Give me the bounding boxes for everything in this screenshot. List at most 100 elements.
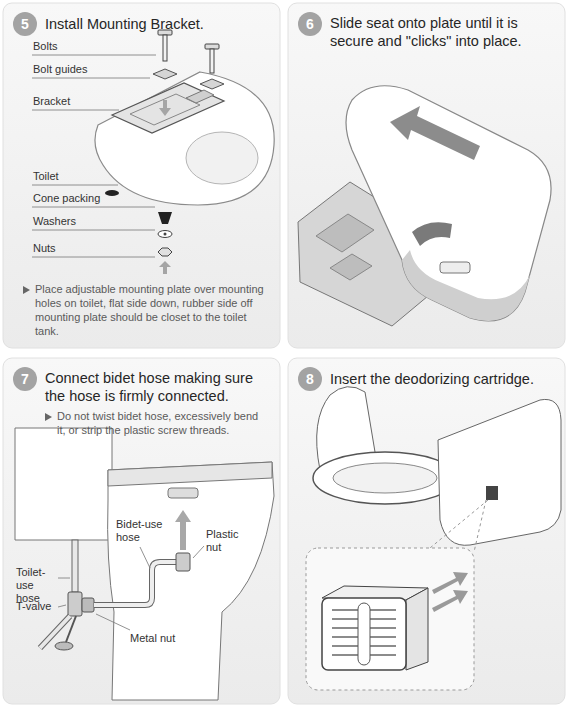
toilet-rim <box>95 72 274 205</box>
text-holder: 5 <box>13 12 37 36</box>
bolt <box>158 30 219 73</box>
cartridge <box>322 586 428 670</box>
detail-callout <box>306 548 474 690</box>
toilet-rim <box>186 132 258 184</box>
detail-callout <box>430 500 488 548</box>
bullet-triangle <box>23 286 30 294</box>
text-holder: 8 <box>298 367 322 391</box>
label-underline <box>32 55 156 56</box>
mounting-hardware <box>164 233 167 236</box>
panel-background <box>288 3 565 348</box>
bolt <box>205 44 219 49</box>
part-label: Bolts <box>33 40 57 53</box>
label-underline <box>32 185 118 186</box>
step-heading: Connect bidet hose making sure the hose … <box>45 369 273 405</box>
bolt <box>163 35 167 61</box>
water-supply <box>40 540 94 650</box>
mounting-bracket <box>186 90 214 103</box>
panel-background <box>288 358 565 704</box>
bullet-triangle <box>45 413 52 421</box>
part-label: Toilet <box>33 170 59 183</box>
cartridge <box>358 603 370 665</box>
step-panel: Connect bidet hose making sure the hose … <box>3 358 280 704</box>
panel-background <box>3 3 280 348</box>
bidet-seat <box>346 86 551 321</box>
bidet-seat <box>346 86 551 321</box>
bidet-hose <box>94 510 191 605</box>
step-panel: Slide seat onto plate until it is secure… <box>288 3 565 348</box>
bolt <box>210 49 214 73</box>
part-label: Toilet-use hose <box>16 566 60 606</box>
slide-arrow <box>390 106 480 160</box>
mounting-plate <box>330 254 372 280</box>
mounting-plate <box>316 214 374 252</box>
step-number: 5 <box>13 12 37 36</box>
leader-line <box>58 546 204 630</box>
seat-with-lid <box>438 399 561 545</box>
part-label: Cone packing <box>33 192 100 205</box>
part-label: Bracket <box>33 95 70 108</box>
guide-arrow <box>163 266 167 274</box>
callout-number: 6 <box>298 12 322 36</box>
mounting-hardware <box>158 231 172 238</box>
step-panel: Insert the deodorizing cartridge. 8 <box>288 358 565 704</box>
seat-with-lid <box>333 463 437 493</box>
part-label: Metal nut <box>130 632 175 645</box>
step-heading: Insert the deodorizing cartridge. <box>330 370 558 388</box>
guide-arrow <box>159 100 171 274</box>
label-underline <box>32 110 119 111</box>
bidet-seat <box>412 222 452 246</box>
toilet-side-view <box>15 428 112 540</box>
toilet-side-view <box>15 428 274 700</box>
text-holder: Install Mounting Bracket. <box>45 15 273 33</box>
bolt-guide <box>200 79 224 89</box>
text-holder: Slide seat onto plate until it is secure… <box>330 14 558 50</box>
water-supply <box>66 616 76 642</box>
water-supply <box>82 598 94 612</box>
text-holder: 6 <box>298 12 322 36</box>
text-holder: Insert the deodorizing cartridge. <box>330 370 558 388</box>
seat-with-lid <box>313 452 457 504</box>
callout-number: 7 <box>13 367 37 391</box>
bidet-hose <box>176 553 190 571</box>
seat-with-lid <box>313 387 561 546</box>
water-supply <box>55 642 73 650</box>
cartridge <box>406 588 428 670</box>
label-underline <box>32 257 155 258</box>
detail-callout <box>474 500 486 552</box>
mounting-hardware <box>158 248 172 256</box>
leader-line <box>58 605 66 607</box>
toilet-side-view <box>108 462 272 486</box>
leader-line <box>96 614 130 630</box>
part-label: T-valve <box>16 600 51 613</box>
guide-arrow <box>159 100 171 116</box>
callout-number: 5 <box>13 12 37 36</box>
bidet-seat <box>440 262 470 273</box>
step-heading: Slide seat onto plate until it is secure… <box>330 14 558 50</box>
cartridge <box>322 598 406 670</box>
text-holder: 7 <box>13 367 37 391</box>
leader-line <box>140 547 150 568</box>
text-holder: Place adjustable mounting plate over mou… <box>35 283 273 339</box>
water-supply <box>68 592 82 616</box>
seat-with-lid <box>486 486 498 500</box>
guide-arrow <box>159 261 171 267</box>
slide-arrow <box>390 106 480 160</box>
bidet-hose <box>94 562 176 605</box>
bolt-guide <box>153 69 177 79</box>
panel-background <box>3 358 280 704</box>
insert-arrow <box>432 590 468 612</box>
text-holder: Connect bidet hose making sure the hose … <box>45 369 273 405</box>
part-label: Bolt guides <box>33 63 87 76</box>
step-note: Do not twist bidet hose, excessively ben… <box>57 410 269 438</box>
step-note: Place adjustable mounting plate over mou… <box>35 283 273 339</box>
step-number: 6 <box>298 12 322 36</box>
text-holder: Do not twist bidet hose, excessively ben… <box>57 410 269 438</box>
mounting-hardware <box>105 190 119 196</box>
bidet-hose <box>175 510 191 550</box>
part-label: Plastic nut <box>206 528 250 554</box>
bidet-hose <box>94 562 176 605</box>
step-number: 8 <box>298 367 322 391</box>
label-underline <box>32 207 155 208</box>
